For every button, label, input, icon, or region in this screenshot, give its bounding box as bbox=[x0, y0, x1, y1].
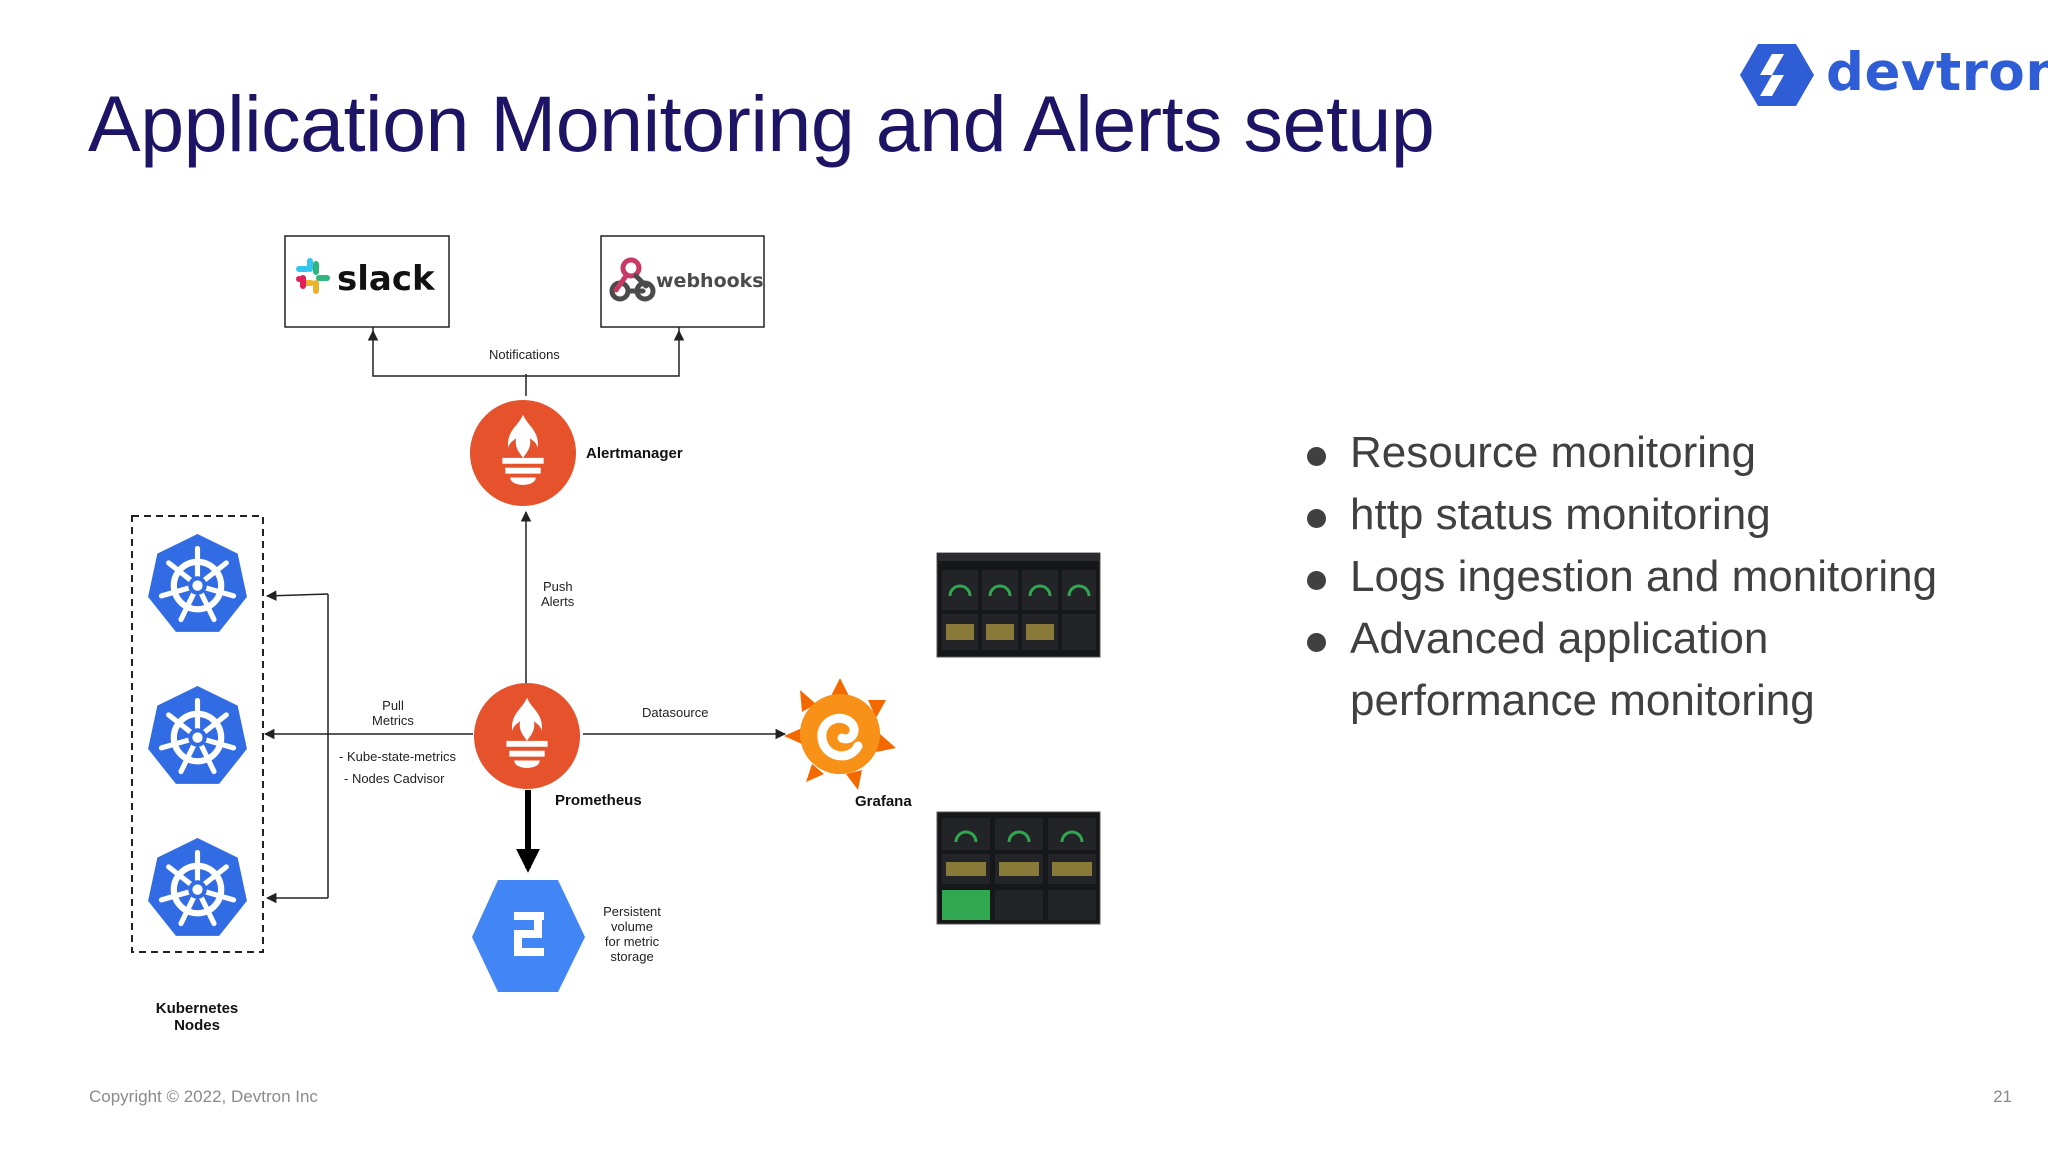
notification-connectors bbox=[372, 327, 680, 396]
grafana-dashboard-screenshot-top bbox=[936, 552, 1101, 658]
pull-label-1: Pull bbox=[382, 698, 404, 713]
devtron-logo: devtron bbox=[1738, 40, 2048, 110]
storage-label-3: for metric bbox=[605, 934, 660, 949]
storage-label-4: storage bbox=[610, 949, 653, 964]
webhooks-box: webhooks bbox=[600, 235, 765, 328]
nodes-cadvisor-label: - Nodes Cadvisor bbox=[344, 771, 445, 786]
prometheus-icon bbox=[473, 682, 581, 790]
alertmanager-label: Alertmanager bbox=[586, 445, 683, 462]
webhooks-label: webhooks bbox=[656, 270, 764, 292]
bullet-item: http status monitoring bbox=[1305, 484, 1937, 546]
storage-icon bbox=[472, 880, 585, 992]
alertmanager-prometheus-icon bbox=[469, 399, 577, 507]
storage-label-1: Persistent bbox=[603, 904, 661, 919]
webhooks-icon bbox=[609, 257, 656, 302]
storage-label-2: volume bbox=[611, 919, 653, 934]
devtron-logo-icon bbox=[1740, 44, 1814, 106]
slack-label: slack bbox=[337, 259, 436, 299]
slide-title: Application Monitoring and Alerts setup bbox=[88, 79, 1435, 168]
kube-state-metrics-label: - Kube-state-metrics bbox=[339, 749, 457, 764]
bullet-list: Resource monitoring http status monitori… bbox=[1305, 422, 1937, 732]
grafana-label: Grafana bbox=[855, 793, 912, 810]
bullet-item: Resource monitoring bbox=[1305, 422, 1937, 484]
page-number: 21 bbox=[1993, 1087, 2012, 1106]
grafana-dashboard-screenshot-bottom bbox=[936, 811, 1101, 925]
kubernetes-icon bbox=[148, 838, 247, 936]
datasource-label: Datasource bbox=[642, 705, 708, 720]
bullet-item: Advanced application performance monitori… bbox=[1305, 608, 1937, 732]
grafana-icon bbox=[784, 678, 896, 790]
prometheus-label: Prometheus bbox=[555, 792, 642, 809]
bullet-item: Logs ingestion and monitoring bbox=[1305, 546, 1937, 608]
bullet-item-text: Advanced application bbox=[1350, 614, 1769, 663]
logo-text: devtron bbox=[1826, 42, 2048, 103]
slack-box: slack bbox=[284, 235, 450, 328]
k8s-label-2: Nodes bbox=[174, 1017, 220, 1034]
notifications-label: Notifications bbox=[489, 347, 560, 362]
kubernetes-icon bbox=[148, 534, 247, 632]
push-label-2: Alerts bbox=[541, 594, 575, 609]
push-label-1: Push bbox=[543, 579, 573, 594]
k8s-label-1: Kubernetes bbox=[156, 1000, 239, 1017]
kubernetes-nodes-group bbox=[131, 515, 264, 953]
kubernetes-icon bbox=[148, 686, 247, 784]
slack-icon bbox=[296, 258, 330, 294]
copyright-footer: Copyright © 2022, Devtron Inc bbox=[89, 1087, 318, 1106]
bullet-item-continuation: performance monitoring bbox=[1350, 676, 1815, 725]
pull-label-2: Metrics bbox=[372, 713, 414, 728]
